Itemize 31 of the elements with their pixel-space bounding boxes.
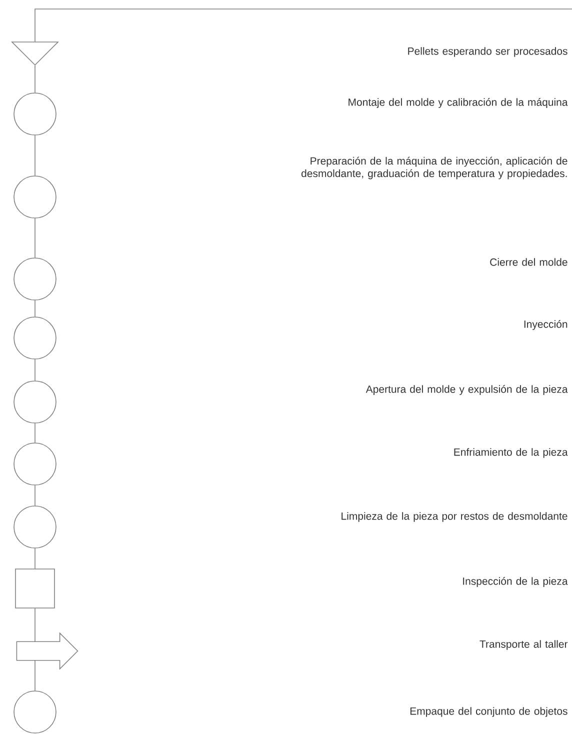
connector-line	[34, 8, 572, 42]
step-label: Preparación de la máquina de inyección, aplicación de desmoldante, graduación de temperatura y propiedades.	[301, 156, 568, 180]
connector-line	[34, 135, 36, 176]
step-label: Cierre del molde	[490, 258, 568, 266]
step-label: Empaque del conjunto de objetos	[410, 707, 568, 717]
step-label: Enfriamiento de la pieza	[454, 448, 568, 458]
connector-line	[34, 608, 36, 642]
connector-line	[34, 548, 36, 569]
operation-circle	[14, 92, 56, 136]
step-label: Transporte al taller	[480, 640, 568, 650]
connector-line	[34, 423, 36, 443]
connector-line	[34, 359, 36, 381]
connector-line	[34, 660, 36, 691]
operation-circle	[14, 380, 56, 424]
connector-line	[34, 218, 36, 258]
step-label: Apertura del molde y expulsión de la pieza	[366, 385, 568, 395]
step-label: Inyección	[524, 320, 568, 330]
connector-line	[34, 65, 36, 93]
step-label: Limpieza de la pieza por restos de desmoldante	[342, 512, 568, 522]
inspection-square	[15, 568, 55, 608]
step-label: Montaje del molde y calibración de la máquina	[348, 98, 568, 108]
operation-circle	[14, 258, 56, 300]
step-label: Pellets esperando ser procesados	[408, 47, 568, 57]
connector-line	[34, 300, 36, 317]
step-label: Inspección de la pieza	[463, 577, 568, 587]
operation-circle	[14, 690, 56, 734]
connector-line	[34, 485, 36, 506]
operation-circle	[14, 316, 56, 360]
operation-circle	[14, 506, 56, 548]
operation-circle	[14, 176, 56, 218]
operation-circle	[14, 442, 56, 486]
